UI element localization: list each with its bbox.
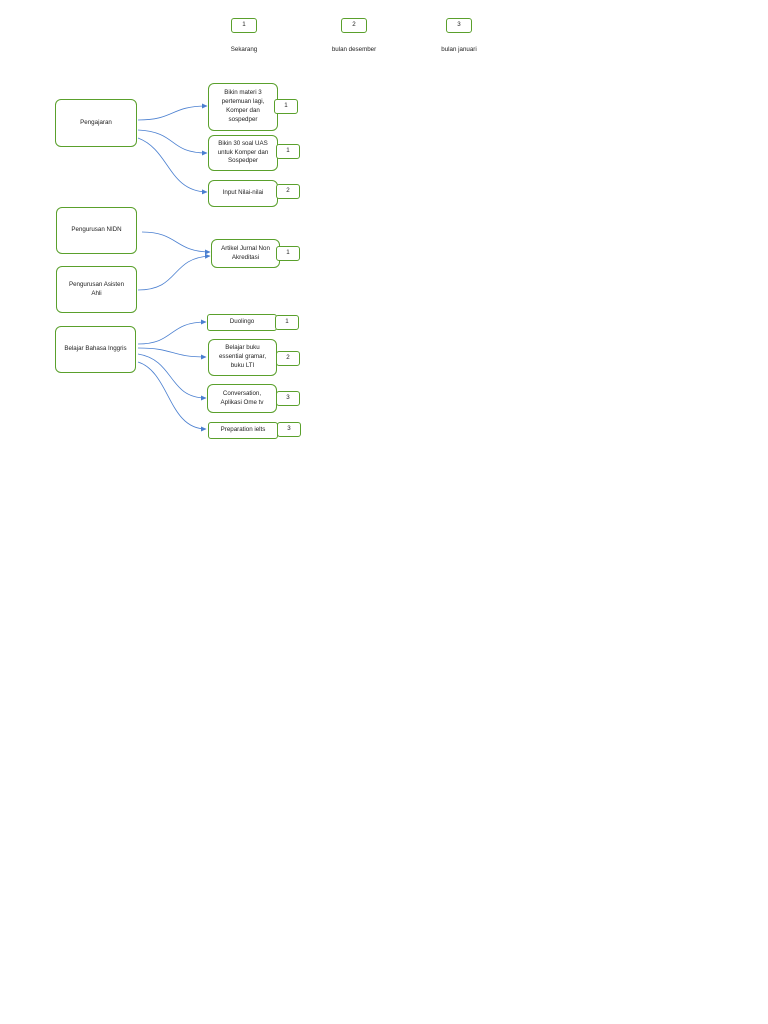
source-pengurusan-asisten-ahli: Pengurusan Asisten Ahli (56, 266, 137, 313)
legend-label-1: Sekarang (230, 46, 258, 53)
task-conversation: Conversation, Aplikasi Ome tv (207, 384, 277, 413)
source-belajar-bahasa-inggris: Belajar Bahasa Inggris (55, 326, 136, 373)
arrow-inggris-to-duolingo (137, 319, 207, 345)
priority-badge-materi: 1 (274, 99, 298, 114)
task-duolingo: Duolingo (207, 314, 277, 331)
arrow-inggris-to-buku (137, 347, 207, 360)
priority-badge-ielts: 3 (277, 422, 301, 437)
task-bikin-materi: Bikin materi 3 pertemuan lagi, Komper da… (208, 83, 278, 131)
priority-badge-uas: 1 (276, 144, 300, 159)
priority-badge-artikel: 1 (276, 246, 300, 261)
source-pengurusan-nidn: Pengurusan NIDN (56, 207, 137, 254)
legend-label-3: bulan januari (441, 46, 477, 53)
arrow-pengajaran-to-nilai (137, 137, 208, 195)
priority-badge-conversation: 3 (276, 391, 300, 406)
legend-badge-2: 2 (341, 18, 367, 33)
priority-badge-buku: 2 (276, 351, 300, 366)
task-bikin-soal-uas: Bikin 30 soal UAS untuk Komper dan Sospe… (208, 135, 278, 171)
arrow-asisten-to-artikel (137, 253, 211, 291)
task-preparation-ielts: Preparation ielts (208, 422, 278, 439)
arrow-inggris-to-conversation (137, 353, 207, 401)
priority-badge-duolingo: 1 (275, 315, 299, 330)
arrow-inggris-to-ielts (137, 361, 207, 432)
legend-badge-3: 3 (446, 18, 472, 33)
task-artikel-jurnal: Artikel Jurnal Non Akreditasi (211, 239, 280, 268)
priority-badge-nilai: 2 (276, 184, 300, 199)
task-input-nilai: Input Nilai-nilai (208, 180, 278, 207)
task-belajar-buku: Belajar buku essential gramar, buku LTI (208, 339, 277, 376)
source-pengajaran: Pengajaran (55, 99, 137, 147)
arrow-nidn-to-artikel (141, 231, 211, 255)
legend-label-2: bulan desember (331, 46, 377, 53)
legend-badge-1: 1 (231, 18, 257, 33)
arrow-pengajaran-to-uas (137, 129, 208, 156)
arrow-pengajaran-to-materi (137, 103, 208, 121)
